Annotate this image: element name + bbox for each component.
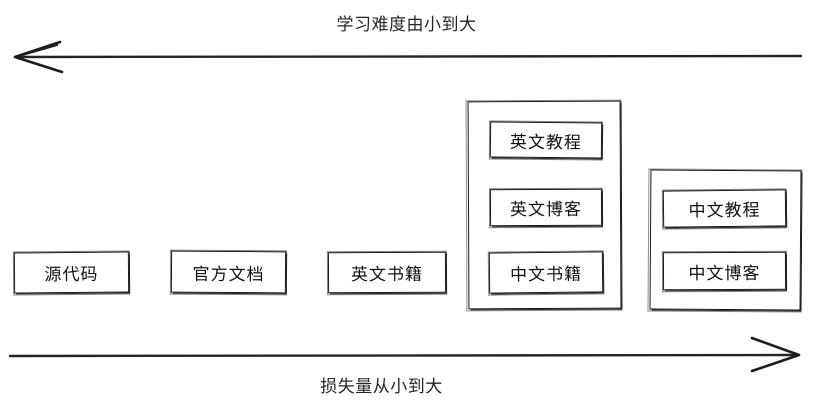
node-label: 中文教程 [688,200,761,222]
node-chinese-books[interactable]: 中文书籍 [488,251,604,294]
top-axis-label: 学习难度由小到大 [336,15,477,35]
node-official-docs[interactable]: 官方文档 [170,250,287,294]
node-label: 英文教程 [509,132,583,153]
node-english-blog[interactable]: 英文博客 [489,188,603,227]
node-label: 中文博客 [688,263,761,284]
difficulty-arrow [13,40,803,74]
loss-arrow [8,336,801,373]
node-label: 源代码 [44,264,99,286]
node-english-tutorial[interactable]: 英文教程 [489,121,603,159]
node-chinese-tutorial[interactable]: 中文教程 [662,189,787,228]
node-english-books[interactable]: 英文书籍 [327,251,447,294]
bottom-axis-label: 损失量从小到大 [320,377,443,397]
node-label: 官方文档 [192,264,265,285]
node-chinese-blog[interactable]: 中文博客 [662,251,787,291]
node-source-code[interactable]: 源代码 [13,251,130,294]
node-label: 中文书籍 [509,264,583,286]
node-label: 英文书籍 [350,264,424,286]
node-label: 英文博客 [509,199,583,221]
